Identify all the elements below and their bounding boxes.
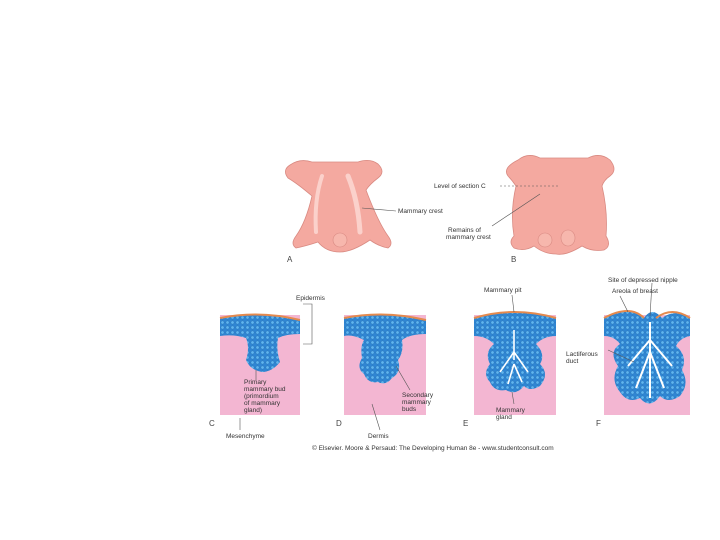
areola-label: Areola of breast: [612, 288, 658, 295]
panel-c: Epidermis Primary mammary bud (primordiu…: [209, 295, 326, 440]
panel-letter-d: D: [336, 419, 342, 428]
mesenchyme-label: Mesenchyme: [226, 433, 265, 440]
lactiferous-l1: Lactiferous: [566, 351, 599, 358]
panel-letter-c: C: [209, 419, 215, 428]
remains-label-2: mammary crest: [446, 234, 491, 241]
mammary-pit-label: Mammary pit: [484, 287, 522, 294]
epidermis-label: Epidermis: [296, 295, 326, 302]
panel-letter-f: F: [596, 419, 601, 428]
embryo-body-a: [285, 160, 392, 253]
primary-bud-l2: mammary bud: [244, 386, 286, 393]
primary-bud-l5: gland): [244, 407, 262, 414]
primary-bud-l4: of mammary: [244, 400, 281, 407]
panel-letter-b: B: [511, 255, 516, 264]
figure-credit: © Elsevier. Moore & Persaud: The Develop…: [312, 444, 554, 452]
mammary-gland-l1: Mammary: [496, 407, 526, 414]
epidermis-c: [220, 315, 300, 372]
epidermis-d: [344, 314, 426, 384]
lactiferous-l2: duct: [566, 358, 578, 365]
panel-f: Site of depressed nipple Areola of breas…: [566, 277, 691, 428]
panel-d: Secondary mammary buds D Dermis: [336, 313, 434, 440]
mammary-gland-l2: gland: [496, 414, 512, 421]
embryo-body-b: [505, 155, 615, 255]
mammary-crest-line-a2: [313, 174, 324, 234]
secondary-buds-l3: buds: [402, 406, 417, 413]
mammary-crest-label: Mammary crest: [398, 208, 443, 215]
primary-bud-l1: Primary: [244, 379, 267, 386]
panel-letter-a: A: [287, 255, 293, 264]
level-section-c-label: Level of section C: [434, 183, 486, 190]
secondary-buds-l1: Secondary: [402, 392, 434, 399]
dermis-label: Dermis: [368, 433, 389, 440]
panel-e: Mammary pit Mammary gland E: [463, 287, 557, 428]
panel-letter-e: E: [463, 419, 468, 428]
secondary-buds-l2: mammary: [402, 399, 432, 406]
remains-label-1: Remains of: [448, 227, 481, 234]
panel-a: Mammary crest A: [285, 160, 443, 264]
site-nipple-label: Site of depressed nipple: [608, 277, 678, 284]
mammary-crest-line-a: [345, 173, 363, 235]
primary-bud-l3: (primordium: [244, 393, 279, 400]
panel-b: Level of section C Remains of mammary cr…: [434, 155, 615, 264]
